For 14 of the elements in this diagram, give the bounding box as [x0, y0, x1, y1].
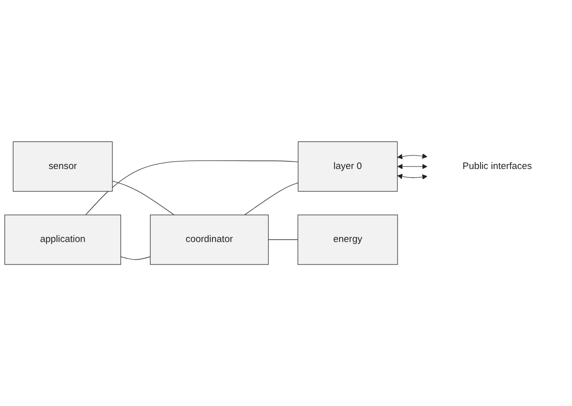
arrow [397, 153, 428, 159]
connector [120, 256, 151, 260]
node-box: application [4, 214, 122, 265]
connector [244, 182, 298, 216]
arrow [397, 164, 428, 169]
connector [268, 239, 298, 240]
connector [85, 160, 298, 216]
node-text: Public interfaces [462, 161, 532, 172]
node-box: energy [298, 214, 398, 265]
node-box: coordinator [150, 214, 269, 265]
node-box: sensor [12, 141, 113, 192]
connector [112, 180, 174, 216]
node-box: layer 0 [298, 141, 398, 192]
arrow [397, 174, 428, 180]
